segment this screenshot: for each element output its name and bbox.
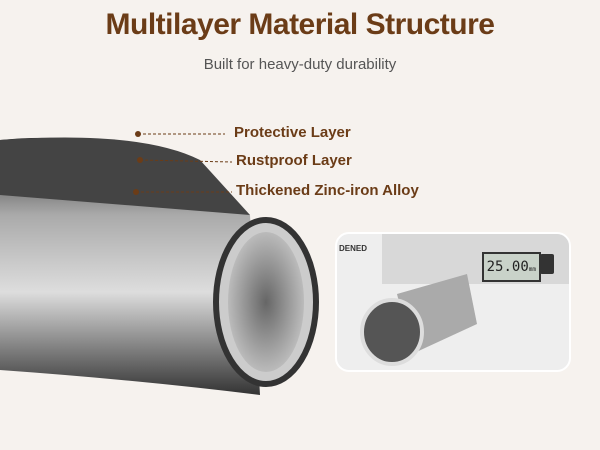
page-title: Multilayer Material Structure xyxy=(105,8,495,41)
subtitle: Built for heavy-duty durability xyxy=(203,56,397,73)
caliper-display: 25.00mm xyxy=(482,252,541,282)
label-rustproof-layer: Rustproof Layer xyxy=(236,152,352,169)
caliper-brand: DENED xyxy=(339,244,368,253)
caliper-measurement-inset: DENED 25.00mm xyxy=(335,232,571,372)
caliper-reading: 25.00 xyxy=(486,259,529,275)
caliper-unit: mm xyxy=(528,266,536,273)
caliper-button xyxy=(540,254,554,274)
label-protective-layer: Protective Layer xyxy=(234,124,351,141)
label-zinc-iron-alloy: Thickened Zinc-iron Alloy xyxy=(236,182,419,199)
small-pipe-icon xyxy=(360,274,477,366)
